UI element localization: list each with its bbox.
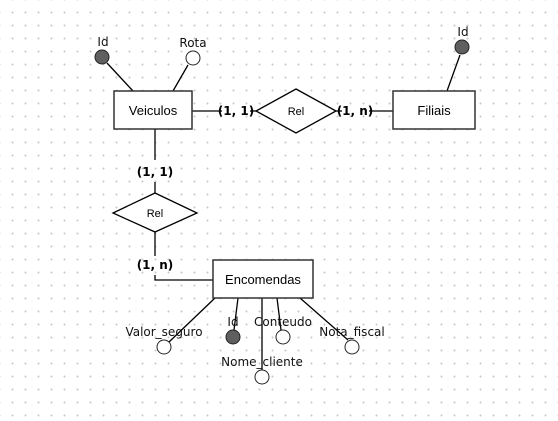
relationship-veiculos-filiais-label: Rel [288,106,305,118]
attr-line-nota-fiscal [299,297,349,341]
entity-veiculos-label: Veiculos [129,103,178,118]
cardinality-veiculos-filiais-right: (1, n) [337,104,374,118]
relationship-veiculos-encomendas[interactable]: Rel [111,192,199,233]
relationship-veiculos-filiais[interactable]: Rel [254,88,338,134]
attribute-encomendas-valor-seguro[interactable]: Valor_seguro [125,325,203,355]
attribute-marker [344,339,360,355]
relationship-veiculos-encomendas-label: Rel [147,208,164,220]
attribute-marker [254,369,270,385]
attr-line-veiculos-id [106,62,134,92]
attribute-encomendas-nota-fiscal[interactable]: Nota_fiscal [319,325,385,355]
attribute-veiculos-id-label: Id [97,35,108,49]
cardinality-veiculos-encomendas-bottom: (1, n) [137,258,174,272]
entity-filiais[interactable]: Filiais [392,90,476,130]
attribute-veiculos-rota[interactable]: Rota [179,36,207,66]
key-attribute-marker [225,329,241,345]
connector-card-encomendas [154,275,213,281]
attribute-encomendas-id[interactable]: Id [225,315,241,345]
entity-encomendas[interactable]: Encomendas [212,259,314,299]
attribute-veiculos-rota-label: Rota [179,36,206,50]
attr-line-filiais-id [446,54,461,92]
cardinality-veiculos-filiais-left: (1, 1) [218,104,254,118]
attribute-encomendas-nome-cliente-label: Nome_cliente [221,355,303,369]
entity-encomendas-label: Encomendas [225,272,301,287]
attribute-filiais-id-label: Id [457,25,468,39]
attribute-encomendas-nota-fiscal-label: Nota_fiscal [319,325,384,339]
cardinality-veiculos-encomendas-top: (1, 1) [137,165,173,179]
attribute-veiculos-id[interactable]: Id [94,35,110,65]
attr-line-valor-seguro [168,297,216,343]
attribute-marker [275,329,291,345]
key-attribute-marker [94,49,110,65]
attribute-filiais-id[interactable]: Id [454,25,470,55]
attr-line-veiculos-rota [172,64,189,92]
attribute-encomendas-valor-seguro-label: Valor_seguro [125,325,202,339]
entity-filiais-label: Filiais [417,103,451,118]
attribute-encomendas-id-label: Id [227,315,238,329]
attr-line-encomendas-id [233,297,239,331]
attribute-encomendas-nome-cliente[interactable]: Nome_cliente [221,355,303,385]
key-attribute-marker [454,39,470,55]
attribute-encomendas-conteudo-label: Conteudo [254,315,312,329]
entity-veiculos[interactable]: Veiculos [113,90,193,130]
attribute-encomendas-conteudo[interactable]: Conteudo [254,315,312,345]
attr-line-conteudo [276,297,282,331]
attribute-marker [156,339,172,355]
attribute-marker [185,50,201,66]
